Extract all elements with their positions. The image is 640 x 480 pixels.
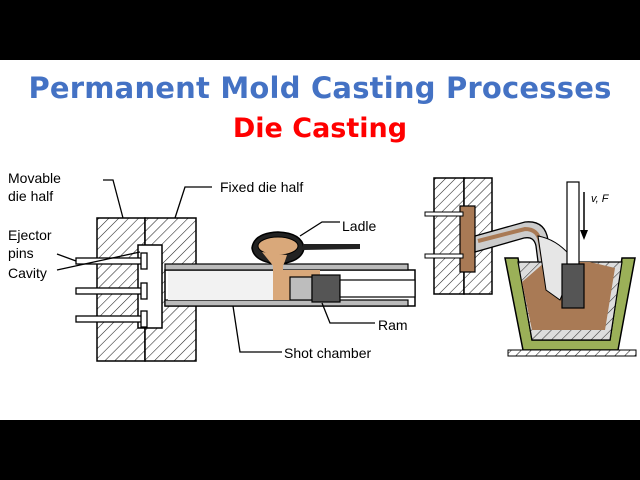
label-ejector-1: Ejector [8,227,52,243]
main-title: Permanent Mold Casting Processes [28,71,612,105]
ejector-pins [75,252,148,328]
ladle [251,231,360,300]
base-plate [507,349,637,357]
label-ejector-2: pins [8,245,34,261]
right-cavity-metal [459,205,476,273]
label-movable-2: die half [8,188,53,204]
right-movable-die [433,177,465,295]
label-ram: Ram [378,317,408,333]
label-fixed-die-half: Fixed die half [220,179,303,195]
label-ladle: Ladle [342,218,376,234]
bottom-letterbox [0,420,640,480]
left-die-assembly: Movable die half Fixed die half Ejector … [8,170,416,362]
plunger [561,181,585,309]
right-hot-chamber-assembly: v, F [424,177,637,357]
label-velocity-force: v, F [591,193,610,205]
label-cavity: Cavity [8,265,47,281]
label-movable-1: Movable [8,170,61,186]
leader-lines [56,179,375,353]
label-shot-chamber: Shot chamber [284,345,371,361]
ram [289,274,416,303]
top-letterbox [0,0,640,60]
subtitle: Die Casting [232,113,408,144]
